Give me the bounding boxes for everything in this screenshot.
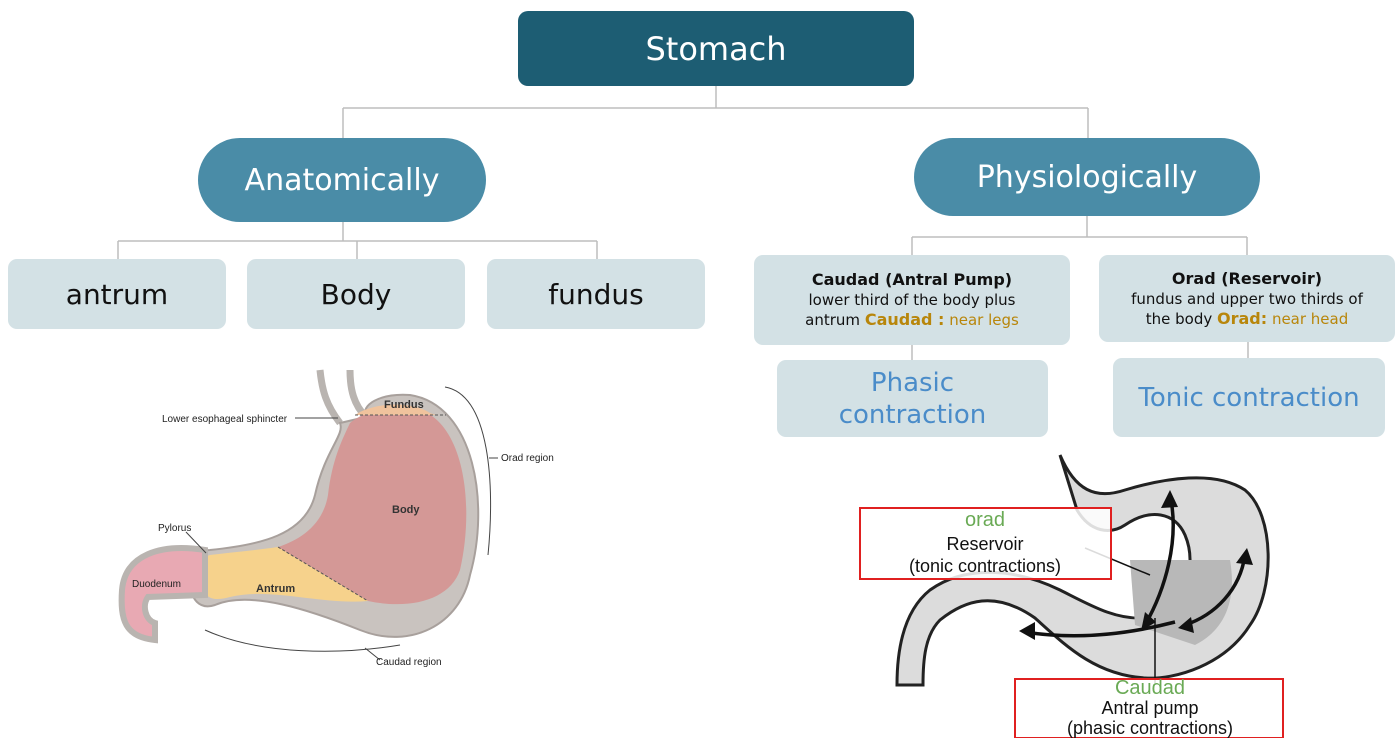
- orad-key: Orad:: [1217, 309, 1267, 328]
- caudad-figure-label: Caudad: [1115, 677, 1185, 699]
- duodenum-label: Duodenum: [132, 579, 181, 590]
- node-phasic-contraction: Phasic contraction: [777, 360, 1048, 437]
- caudad-title: Caudad (Antral Pump): [812, 270, 1012, 290]
- node-tonic-contraction: Tonic contraction: [1113, 358, 1385, 437]
- les-label: Lower esophageal sphincter: [162, 414, 288, 425]
- fundus-label: Fundus: [384, 399, 424, 411]
- caudad-key: Caudad :: [865, 310, 945, 329]
- orad-figure-label: orad: [965, 509, 1005, 531]
- root-node-stomach: Stomach: [518, 11, 914, 86]
- node-fundus: fundus: [487, 259, 705, 329]
- node-anatomically: Anatomically: [198, 138, 486, 222]
- node-body: Body: [247, 259, 465, 329]
- orad-meaning: near head: [1272, 310, 1348, 328]
- orad-region-label: Orad region: [501, 453, 554, 464]
- stomach-anatomy-figure: Lower esophageal sphincter Fundus Orad r…: [110, 365, 570, 675]
- caudad-desc-line2: antrum Caudad : near legs: [805, 310, 1019, 330]
- antral-pump-label: Antral pump: [1101, 698, 1198, 718]
- phasic-label: (phasic contractions): [1067, 718, 1233, 738]
- orad-desc-line2: the body Orad: near head: [1146, 309, 1349, 329]
- tonic-label: (tonic contractions): [909, 556, 1061, 576]
- body-label: Body: [392, 504, 420, 516]
- node-physiologically: Physiologically: [914, 138, 1260, 216]
- stomach-function-figure: orad Reservoir (tonic contractions) Caud…: [845, 450, 1395, 738]
- caudad-region-label: Caudad region: [376, 657, 442, 668]
- caudad-desc-line1: lower third of the body plus: [808, 290, 1015, 310]
- node-orad: Orad (Reservoir) fundus and upper two th…: [1099, 255, 1395, 342]
- node-caudad: Caudad (Antral Pump) lower third of the …: [754, 255, 1070, 345]
- orad-title: Orad (Reservoir): [1172, 269, 1322, 289]
- antrum-label: Antrum: [256, 583, 295, 595]
- reservoir-label: Reservoir: [946, 534, 1023, 554]
- caudad-meaning: near legs: [949, 311, 1019, 329]
- orad-desc-line1: fundus and upper two thirds of: [1131, 289, 1363, 309]
- pylorus-label: Pylorus: [158, 523, 191, 534]
- node-antrum: antrum: [8, 259, 226, 329]
